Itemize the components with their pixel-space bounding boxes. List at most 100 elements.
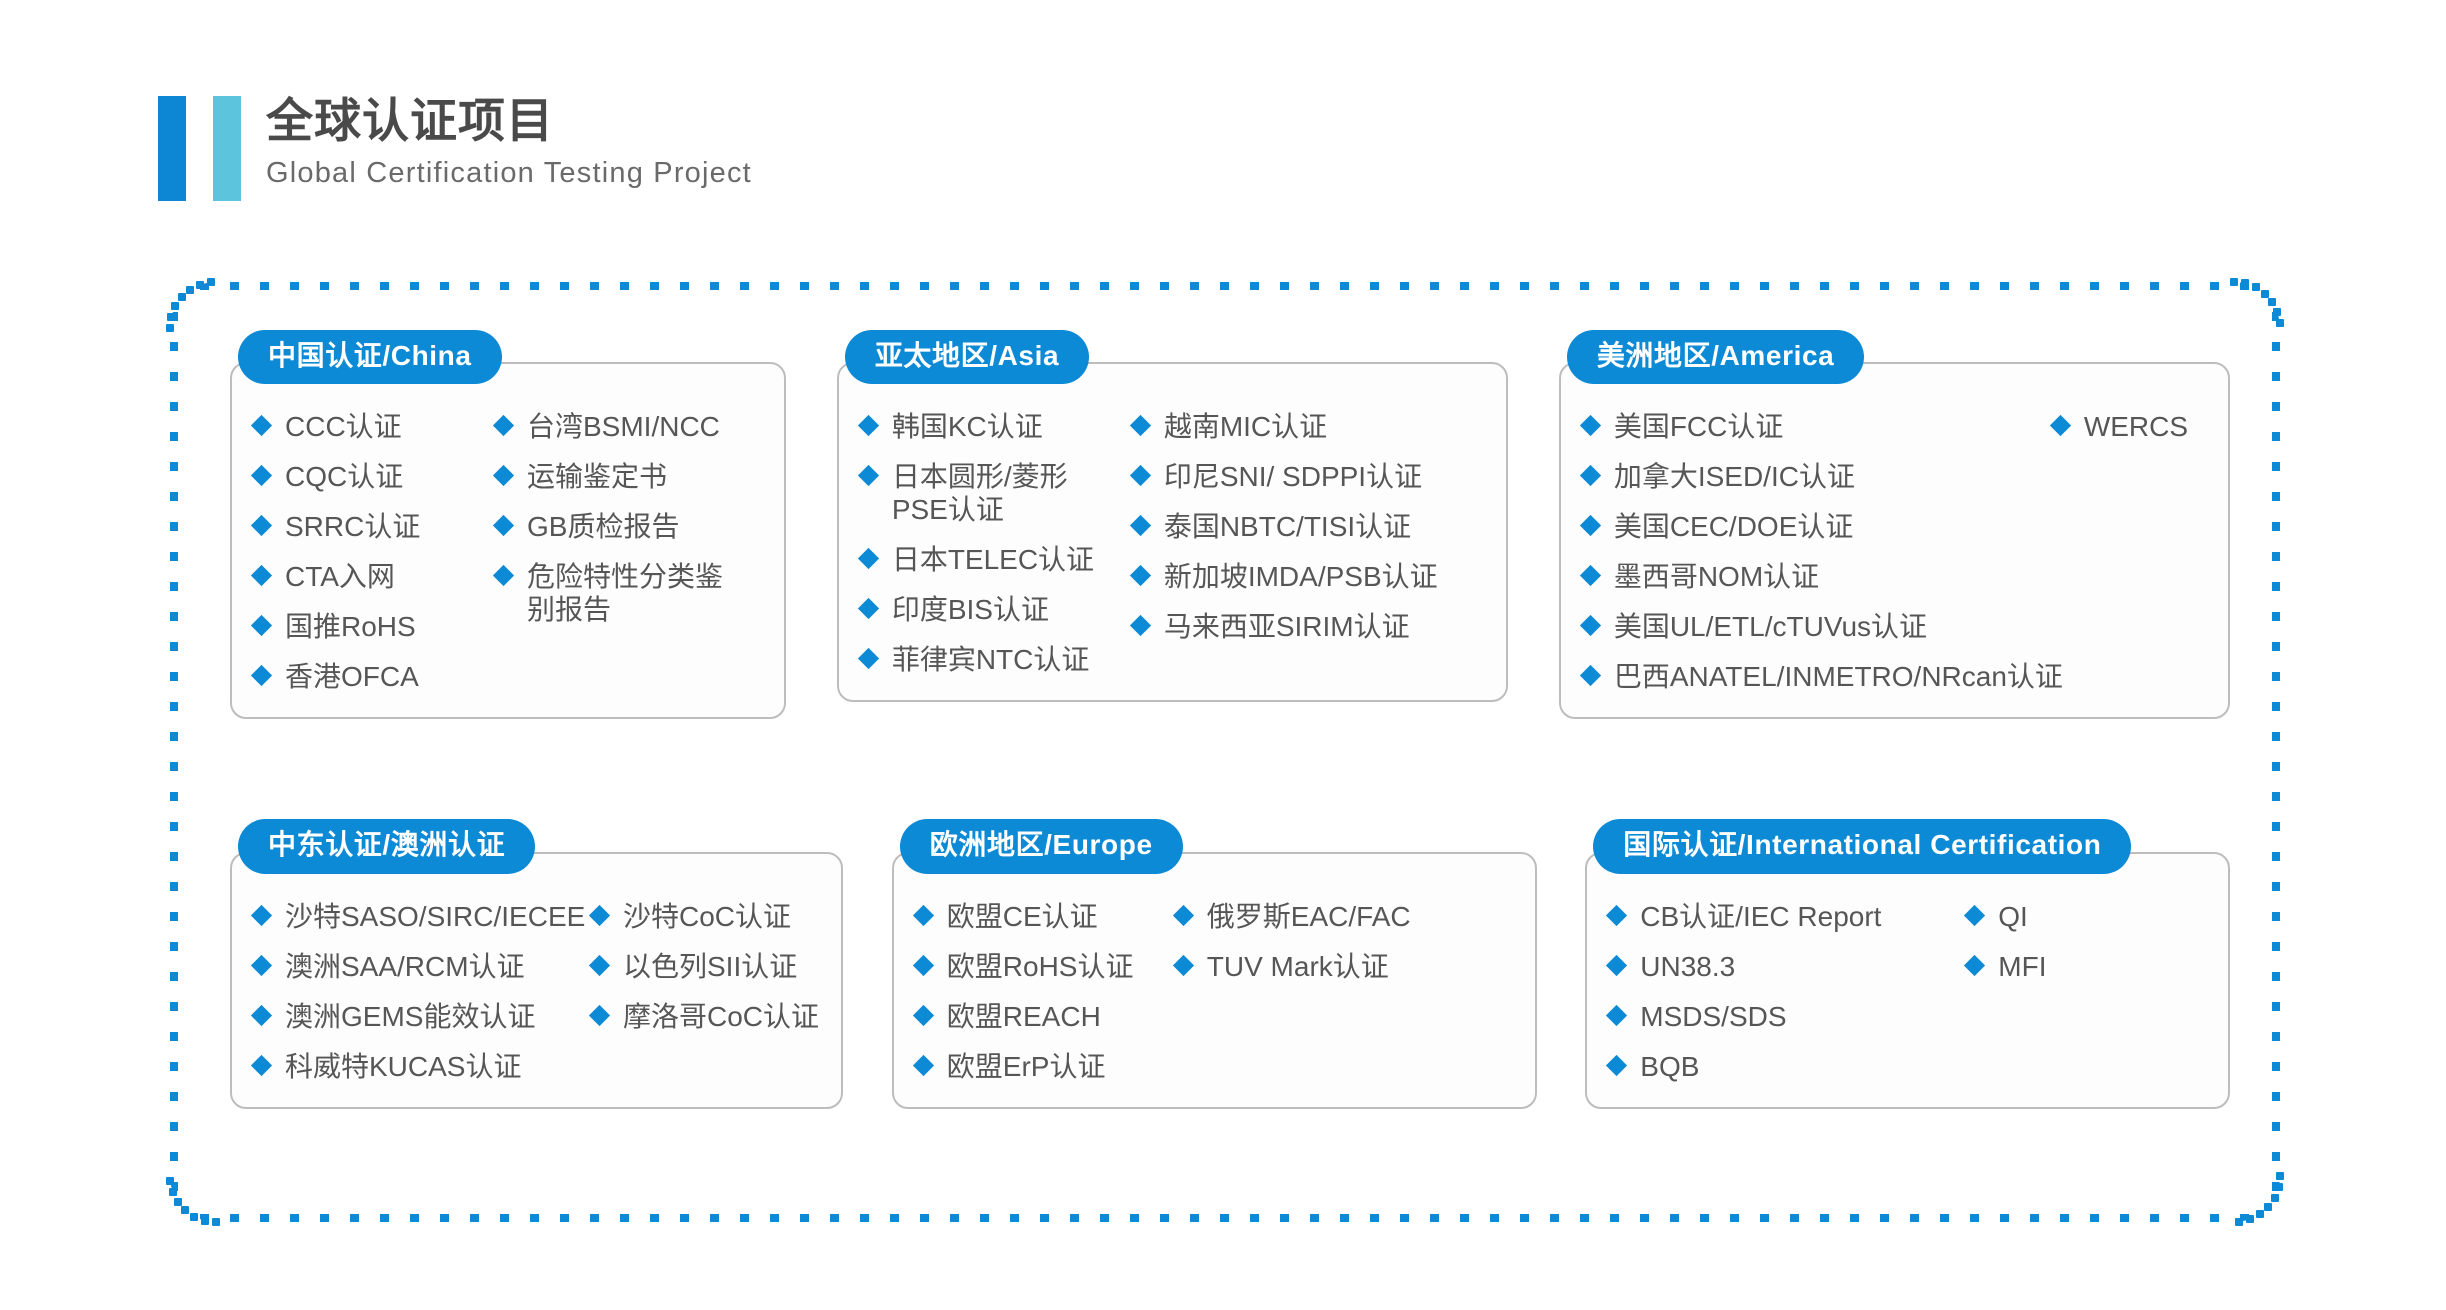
item-column-right: 俄罗斯EAC/FAC TUV Mark认证 bbox=[1172, 900, 1411, 1083]
list-item[interactable]: 日本圆形/菱形PSE认证 bbox=[857, 460, 1119, 526]
diamond-bullet-icon bbox=[912, 1054, 934, 1076]
list-item[interactable]: TUV Mark认证 bbox=[1172, 950, 1411, 983]
card-international[interactable]: 国际认证/International Certification CB认证/IE… bbox=[1585, 819, 2230, 1109]
card-title-intl: 国际认证/International Certification bbox=[1593, 819, 2132, 874]
page-header: 全球认证项目 Global Certification Testing Proj… bbox=[158, 94, 752, 201]
card-europe[interactable]: 欧洲地区/Europe 欧盟CE认证 欧盟RoHS认证 欧盟REACH 欧盟Er… bbox=[891, 819, 1537, 1109]
diamond-bullet-icon bbox=[492, 415, 515, 437]
item-column-left: CCC认证 CQC认证 SRRC认证 CTA入网 国推RoHS 香港OFCA bbox=[250, 410, 496, 693]
page-title-en: Global Certification Testing Project bbox=[266, 156, 752, 189]
diamond-bullet-icon bbox=[2049, 415, 2071, 437]
list-item[interactable]: 澳洲GEMS能效认证 bbox=[250, 1000, 592, 1033]
list-item[interactable]: 印尼SNI/ SDPPI认证 bbox=[1129, 460, 1438, 493]
list-item[interactable]: 泰国NBTC/TISI认证 bbox=[1129, 510, 1438, 543]
list-item[interactable]: 欧盟REACH bbox=[912, 1000, 1176, 1033]
list-item[interactable]: 印度BIS认证 bbox=[857, 593, 1133, 626]
list-item[interactable]: 马来西亚SIRIM认证 bbox=[1129, 610, 1438, 643]
list-item[interactable]: 日本TELEC认证 bbox=[857, 543, 1133, 576]
page-title-cn: 全球认证项目 bbox=[266, 94, 554, 147]
diamond-bullet-icon bbox=[492, 565, 515, 587]
diamond-bullet-icon bbox=[250, 904, 273, 926]
diamond-bullet-icon bbox=[250, 954, 273, 976]
list-item[interactable]: 运输鉴定书 bbox=[492, 460, 726, 493]
list-item[interactable]: CQC认证 bbox=[250, 460, 496, 493]
list-item[interactable]: 沙特SASO/SIRC/IECEE bbox=[250, 900, 592, 933]
list-item[interactable]: CTA入网 bbox=[250, 560, 496, 593]
card-mideast-oceania[interactable]: 中东认证/澳洲认证 沙特SASO/SIRC/IECEE 澳洲SAA/RCM认证 … bbox=[230, 819, 843, 1109]
card-asia[interactable]: 亚太地区/Asia 韩国KC认证 日本圆形/菱形PSE认证 日本TELEC认证 … bbox=[836, 330, 1509, 703]
diamond-bullet-icon bbox=[1579, 515, 1601, 537]
list-item[interactable]: 俄罗斯EAC/FAC bbox=[1172, 900, 1411, 933]
list-item[interactable]: GB质检报告 bbox=[492, 510, 726, 543]
diamond-bullet-icon bbox=[588, 954, 611, 976]
list-item[interactable]: 越南MIC认证 bbox=[1129, 410, 1438, 443]
card-row-bottom: 中东认证/澳洲认证 沙特SASO/SIRC/IECEE 澳洲SAA/RCM认证 … bbox=[230, 819, 2230, 1109]
item-column-right: QI MFI bbox=[1964, 900, 2047, 1083]
list-item[interactable]: 韩国KC认证 bbox=[857, 410, 1133, 443]
card-title-mideast: 中东认证/澳洲认证 bbox=[238, 819, 536, 874]
diamond-bullet-icon bbox=[857, 648, 879, 670]
list-item[interactable]: MSDS/SDS bbox=[1606, 1000, 1967, 1033]
card-slot-china: 中国认证/China CCC认证 CQC认证 SRRC认证 CTA入网 国推Ro… bbox=[230, 330, 787, 720]
list-item[interactable]: 欧盟RoHS认证 bbox=[912, 950, 1176, 983]
list-item[interactable]: WERCS bbox=[2049, 410, 2188, 443]
card-america[interactable]: 美洲地区/America 美国FCC认证 加拿大ISED/IC认证 美国CEC/… bbox=[1558, 330, 2231, 720]
diamond-bullet-icon bbox=[250, 1004, 273, 1026]
list-item[interactable]: 科威特KUCAS认证 bbox=[250, 1050, 592, 1083]
item-column-left: 美国FCC认证 加拿大ISED/IC认证 美国CEC/DOE认证 墨西哥NOM认… bbox=[1579, 410, 2063, 693]
list-item[interactable]: 以色列SII认证 bbox=[588, 950, 819, 983]
list-item[interactable]: 危险特性分类鉴别报告 bbox=[492, 560, 726, 626]
list-item[interactable]: 美国UL/ETL/cTUVus认证 bbox=[1579, 610, 2053, 643]
list-item[interactable]: 欧盟ErP认证 bbox=[912, 1050, 1176, 1083]
diamond-bullet-icon bbox=[1606, 904, 1628, 926]
card-china[interactable]: 中国认证/China CCC认证 CQC认证 SRRC认证 CTA入网 国推Ro… bbox=[230, 330, 787, 720]
list-item[interactable]: 美国FCC认证 bbox=[1579, 410, 2053, 443]
list-item[interactable]: 美国CEC/DOE认证 bbox=[1579, 510, 2053, 543]
list-item[interactable]: 沙特CoC认证 bbox=[588, 900, 819, 933]
list-item[interactable]: 台湾BSMI/NCC bbox=[492, 410, 726, 443]
card-title-asia: 亚太地区/Asia bbox=[844, 330, 1090, 385]
grid-gap bbox=[843, 819, 892, 1108]
diamond-bullet-icon bbox=[1579, 415, 1601, 437]
diamond-bullet-icon bbox=[857, 548, 879, 570]
list-item[interactable]: 香港OFCA bbox=[250, 660, 496, 693]
card-body-america: 美国FCC认证 加拿大ISED/IC认证 美国CEC/DOE认证 墨西哥NOM认… bbox=[1558, 362, 2231, 720]
list-item[interactable]: SRRC认证 bbox=[250, 510, 496, 543]
card-body-intl: CB认证/IEC Report UN38.3 MSDS/SDS BQB QI M… bbox=[1585, 851, 2230, 1109]
list-item[interactable]: MFI bbox=[1964, 950, 2047, 983]
diamond-bullet-icon bbox=[857, 465, 879, 487]
item-column-right: 台湾BSMI/NCC 运输鉴定书 GB质检报告 危险特性分类鉴别报告 bbox=[492, 410, 726, 693]
accent-bar-light bbox=[213, 96, 241, 201]
list-item[interactable]: 加拿大ISED/IC认证 bbox=[1579, 460, 2053, 493]
accent-bar-dark bbox=[158, 96, 186, 201]
list-item[interactable]: BQB bbox=[1606, 1050, 1967, 1083]
grid-gap bbox=[1508, 330, 1559, 719]
list-item[interactable]: 摩洛哥CoC认证 bbox=[588, 1000, 819, 1033]
diamond-bullet-icon bbox=[857, 415, 879, 437]
diamond-bullet-icon bbox=[1129, 415, 1151, 437]
list-item[interactable]: 巴西ANATEL/INMETRO/NRcan认证 bbox=[1579, 660, 2063, 693]
card-title-europe: 欧洲地区/Europe bbox=[899, 819, 1183, 874]
diamond-bullet-icon bbox=[1606, 1004, 1628, 1026]
diamond-bullet-icon bbox=[588, 904, 611, 926]
diamond-bullet-icon bbox=[588, 1004, 611, 1026]
list-item[interactable]: 澳洲SAA/RCM认证 bbox=[250, 950, 592, 983]
list-item[interactable]: 国推RoHS bbox=[250, 610, 496, 643]
card-body-asia: 韩国KC认证 日本圆形/菱形PSE认证 日本TELEC认证 印度BIS认证 菲律… bbox=[836, 362, 1509, 703]
card-body-mideast: 沙特SASO/SIRC/IECEE 澳洲SAA/RCM认证 澳洲GEMS能效认证… bbox=[230, 851, 843, 1109]
diamond-bullet-icon bbox=[1964, 954, 1986, 976]
diamond-bullet-icon bbox=[1579, 465, 1601, 487]
list-item[interactable]: 墨西哥NOM认证 bbox=[1579, 560, 2053, 593]
card-row-top: 中国认证/China CCC认证 CQC认证 SRRC认证 CTA入网 国推Ro… bbox=[230, 330, 2231, 720]
list-item[interactable]: CB认证/IEC Report bbox=[1606, 900, 1967, 933]
list-item[interactable]: QI bbox=[1964, 900, 2046, 933]
diamond-bullet-icon bbox=[1606, 954, 1628, 976]
card-slot-asia: 亚太地区/Asia 韩国KC认证 日本圆形/菱形PSE认证 日本TELEC认证 … bbox=[836, 330, 1509, 719]
list-item[interactable]: UN38.3 bbox=[1606, 950, 1967, 983]
list-item[interactable]: 新加坡IMDA/PSB认证 bbox=[1129, 560, 1438, 593]
item-column-right: WERCS bbox=[2049, 410, 2188, 693]
list-item[interactable]: 菲律宾NTC认证 bbox=[857, 643, 1133, 676]
list-item[interactable]: 欧盟CE认证 bbox=[912, 900, 1176, 933]
list-item[interactable]: CCC认证 bbox=[250, 410, 496, 443]
diamond-bullet-icon bbox=[1172, 954, 1194, 976]
